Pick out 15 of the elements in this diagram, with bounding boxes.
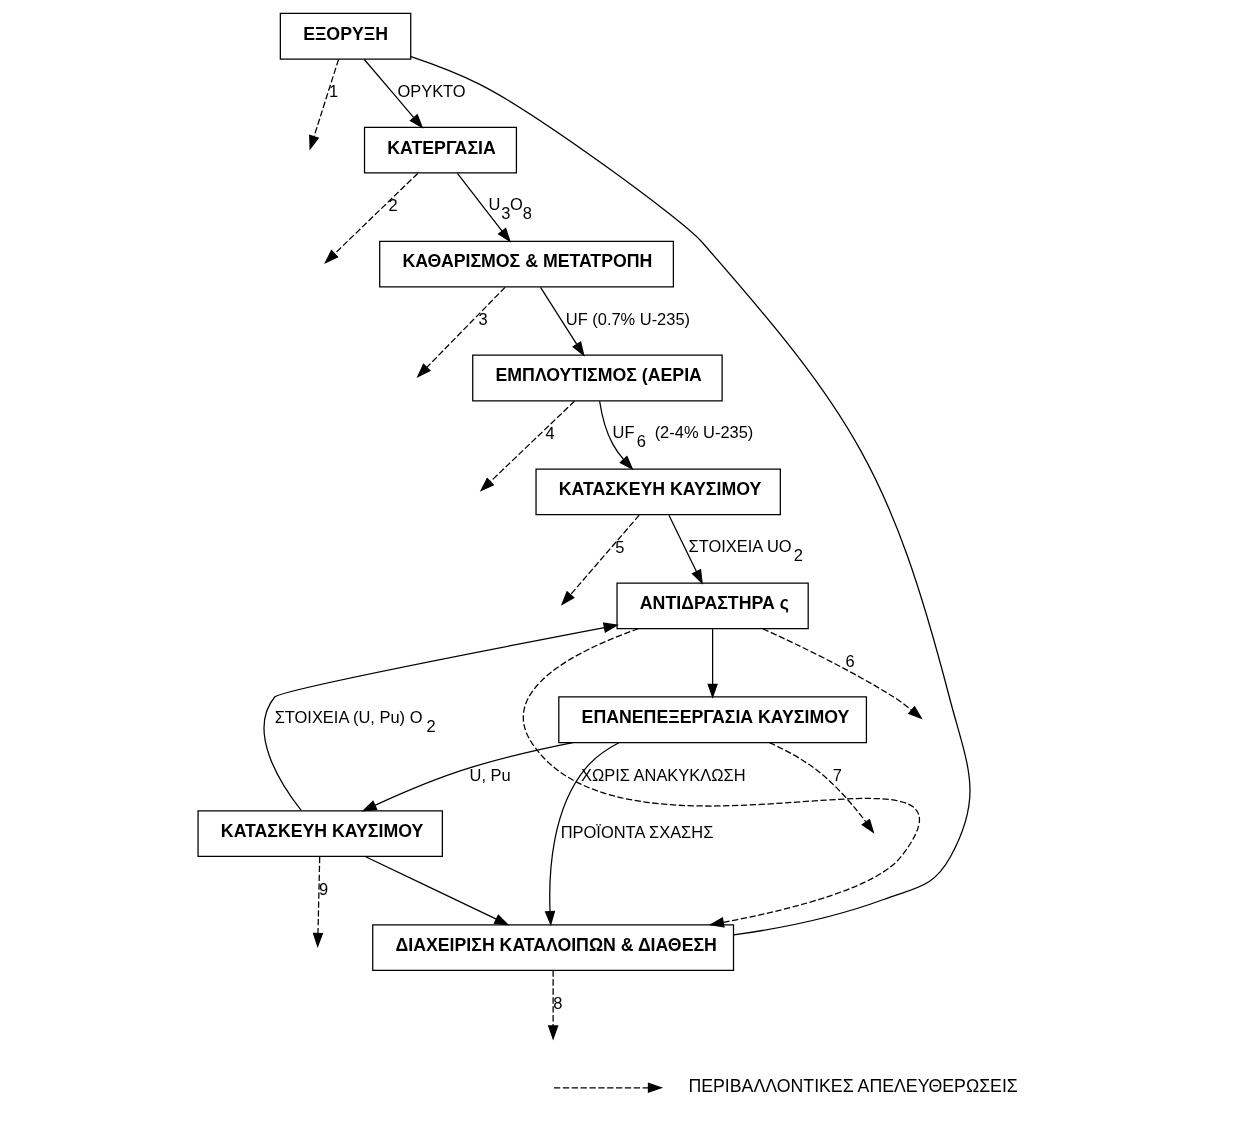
edge-label: 3: [478, 310, 488, 329]
edge-label: 1: [329, 82, 339, 101]
edge-label: ΠΡΟΪΟΝΤΑ ΣΧΑΣΗΣ: [560, 823, 714, 841]
edge-label: 6: [845, 652, 855, 671]
edge-label: ΧΩΡΙΣ ΑΝΑΚΥΚΛΩΣΗ: [580, 766, 746, 785]
edge-label: U, Pu: [469, 766, 511, 785]
edge-label: 7: [832, 766, 843, 785]
edge-label: 4: [545, 424, 555, 443]
edge-label: UF (0.7% U-235): [565, 310, 691, 329]
edge-label: 8: [553, 993, 563, 1012]
edge-label: 9: [318, 879, 329, 898]
edge-label: ΟΡΥΚΤΟ: [397, 82, 466, 101]
legend-label: ΠΕΡΙΒΑΛΛΟΝΤΙΚΕΣ ΑΠΕΛΕΥΘΕΡΩΣΕΙΣ: [688, 1076, 1018, 1097]
edge-label: 5: [615, 538, 625, 557]
edge-label: 2: [388, 196, 398, 215]
